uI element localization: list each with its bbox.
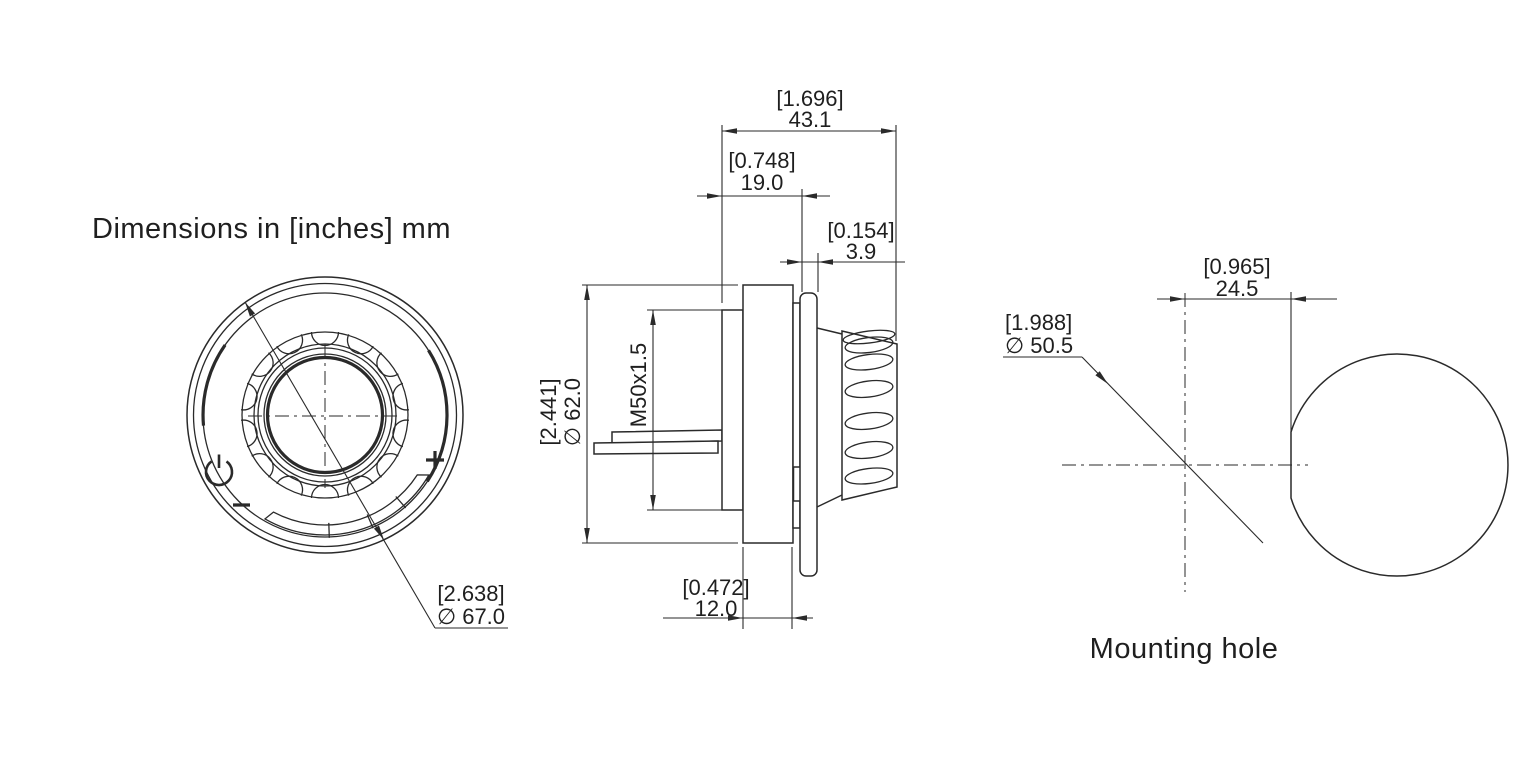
knob-flange	[742, 284, 794, 544]
side-view: [1.696] 43.1 [0.748] 19.0 [0.154] 3.9	[536, 86, 905, 629]
knob-cone-top-edge	[816, 327, 843, 335]
dim-thread-spec-label: M50x1.5	[626, 343, 651, 427]
knob-cone-bottom-edge	[816, 494, 843, 508]
volume-scale-arc	[263, 474, 431, 538]
dim-thread-length: [0.748] 19.0	[697, 148, 830, 292]
dim-thread-spec: M50x1.5	[626, 309, 722, 511]
power-icon	[204, 454, 234, 487]
dim-knob-outer-diameter: [2.638] ∅ 67.0	[244, 301, 508, 629]
dim-knob-diameter-inches: [2.638]	[437, 581, 504, 606]
knurl-ring-outer	[241, 331, 409, 499]
knob-outer-circle	[186, 276, 464, 554]
mounting-hole-caption: Mounting hole	[1090, 633, 1279, 665]
dim-flange-diameter: [2.441] ∅ 62.0	[536, 284, 738, 544]
dim-thread-length-inches: [0.748]	[728, 148, 795, 173]
dim-hole-diameter: [1.988] ∅ 50.5	[1003, 310, 1264, 544]
dim-total-depth: [1.696] 43.1	[721, 86, 897, 341]
knob-skirt-circle	[192, 282, 458, 548]
dim-hole-diameter-mm: ∅ 50.5	[1005, 333, 1073, 358]
dim-bezel-thickness-mm: 3.9	[846, 239, 877, 264]
dim-hole-diameter-inches: [1.988]	[1005, 310, 1072, 335]
grip-bold-arc-left	[201, 344, 227, 426]
grip-ribs	[842, 329, 896, 485]
mounting-hole-outline	[1290, 353, 1509, 577]
dim-thread-length-mm: 19.0	[741, 170, 784, 195]
front-view: [2.638] ∅ 67.0	[186, 276, 508, 629]
dim-knob-diameter-mm: ∅ 67.0	[437, 604, 505, 629]
dim-bezel-thickness-inches: [0.154]	[827, 218, 894, 243]
bezel-plate	[799, 292, 818, 577]
knob-grip-edge-circle	[202, 292, 448, 538]
dim-flat-offset: [0.965] 24.5	[1157, 254, 1337, 432]
plus-icon	[426, 451, 444, 469]
knurl-scallops	[240, 331, 410, 499]
dim-bezel-thickness: [0.154] 3.9	[780, 218, 905, 292]
dim-flat-offset-inches: [0.965]	[1203, 254, 1270, 279]
dim-flange-thickness-inches: [0.472]	[682, 575, 749, 600]
dim-flange-thickness-mm: 12.0	[695, 596, 738, 621]
dim-flange-thickness: [0.472] 12.0	[663, 547, 813, 629]
drawing-units-note: Dimensions in [inches] mm	[92, 213, 451, 245]
dim-flange-diameter-mm: ∅ 62.0	[560, 378, 585, 446]
dim-total-depth-mm: 43.1	[789, 107, 832, 132]
threaded-barrel	[721, 309, 744, 511]
dim-total-depth-inches: [1.696]	[776, 86, 843, 111]
grip-bold-arc-right	[425, 349, 449, 483]
dim-flange-diameter-inches: [2.441]	[536, 378, 561, 445]
terminal-lug-lower	[593, 440, 719, 455]
dim-flat-offset-mm: 24.5	[1216, 276, 1259, 301]
knob-grip-band	[841, 330, 898, 501]
mounting-view: [0.965] 24.5 [1.988] ∅ 50.5 Mounting hol…	[1003, 254, 1509, 665]
